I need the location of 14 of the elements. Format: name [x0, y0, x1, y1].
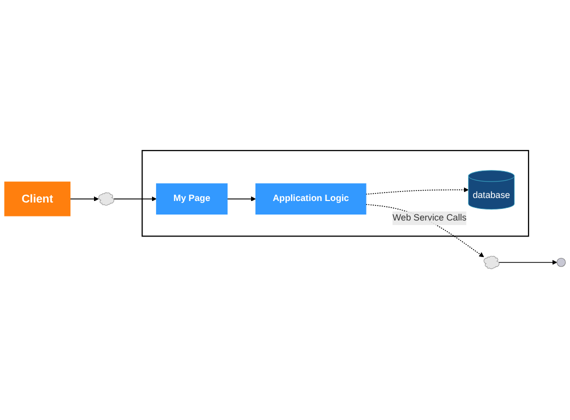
arrow	[113, 196, 157, 202]
arrow	[366, 204, 484, 258]
node-box: Application Logic	[255, 184, 366, 215]
arrow	[226, 196, 256, 202]
node-box: My Page	[156, 184, 228, 215]
node-circle	[556, 258, 566, 268]
edge-label: Web Service Calls	[392, 214, 467, 224]
node-cloud	[484, 256, 500, 270]
cluster	[142, 150, 530, 238]
arrow	[498, 260, 558, 266]
node-cloud	[98, 192, 114, 206]
arrow	[366, 188, 469, 195]
arrow	[70, 196, 99, 202]
node-box: Client	[4, 182, 70, 217]
